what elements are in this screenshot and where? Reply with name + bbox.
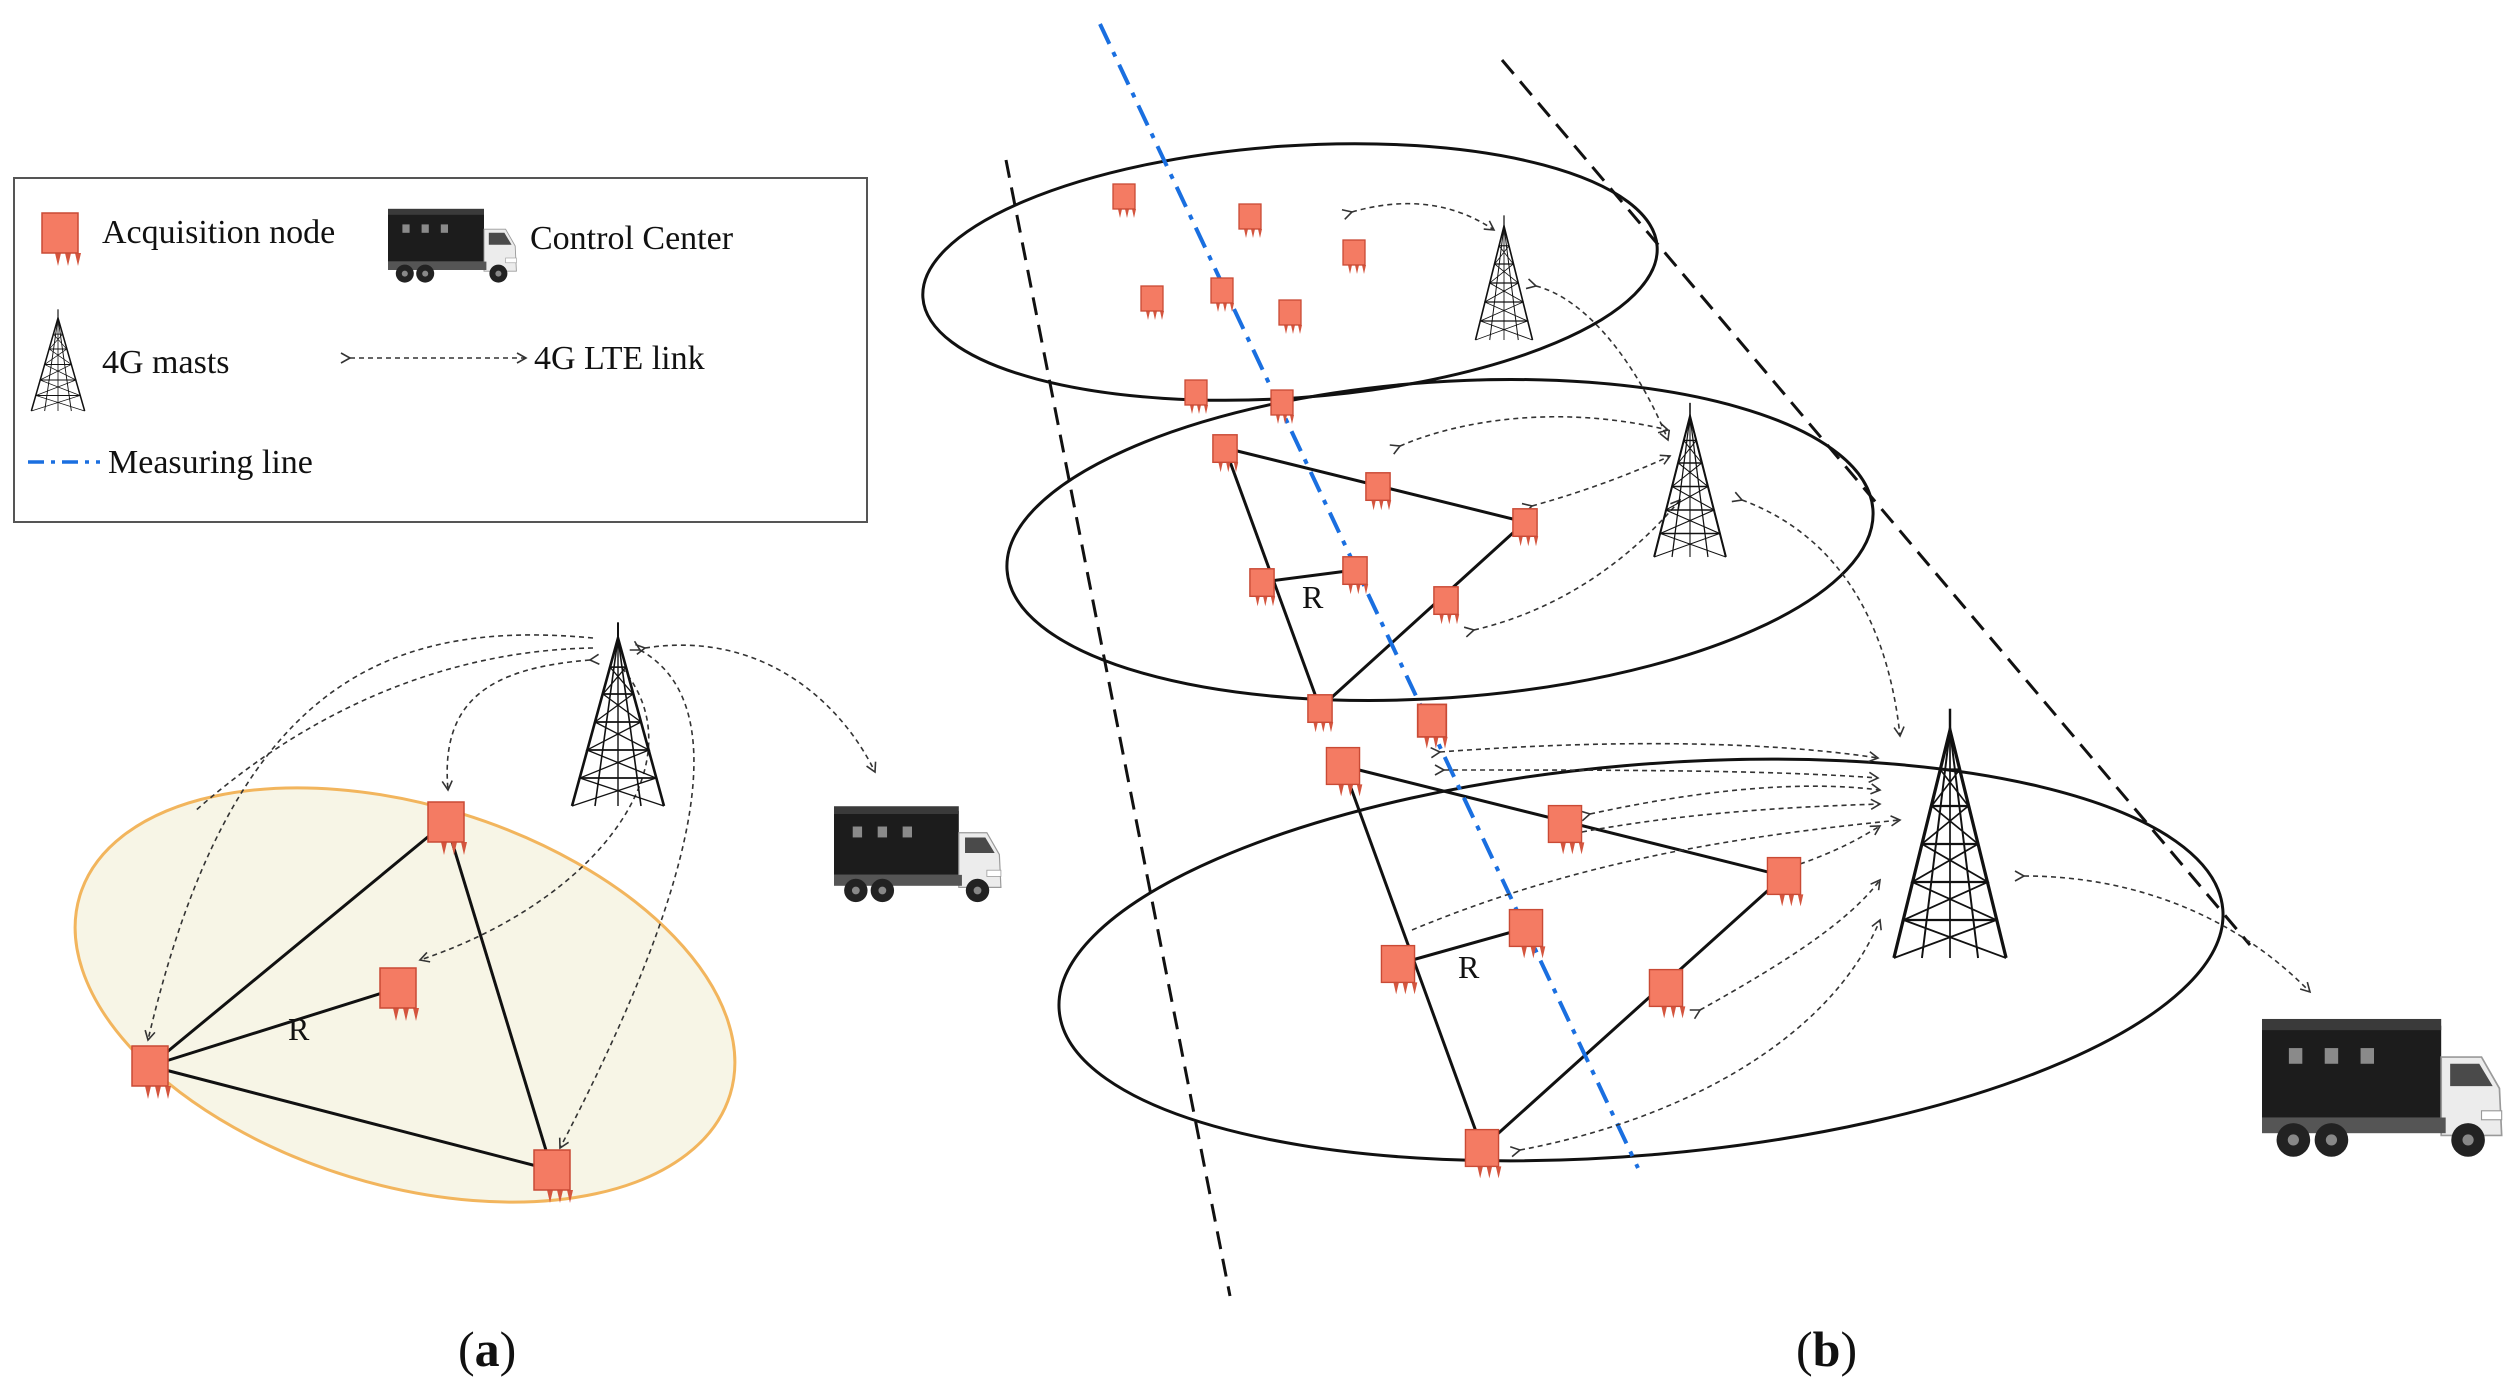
panel-b-top-node	[1210, 277, 1235, 313]
panel-b-bottom-node	[1508, 908, 1547, 960]
panel-b-top-node	[1238, 203, 1263, 239]
panel-b-zone-middle	[1005, 378, 1875, 702]
panel-b-bottom-node	[1648, 968, 1687, 1020]
panel-b-middle-node	[1416, 703, 1449, 750]
panel-a-node-left	[131, 1045, 172, 1100]
panel-b-middle-node	[1365, 472, 1392, 511]
legend-measuring-line: Measuring line	[108, 444, 313, 481]
legend-4g-lte-link: 4G LTE link	[534, 340, 705, 377]
panel-b-top-node	[1184, 379, 1209, 415]
panel-b-top-node	[1270, 389, 1295, 425]
panel-b-mast-top	[1474, 214, 1534, 341]
panel-a-lte-arrows	[144, 634, 877, 1150]
panel-b: R R (b)	[921, 23, 2503, 1377]
panel-b-bottom-node	[1547, 804, 1586, 856]
panel-b-middle-distance-label: R	[1302, 579, 1324, 615]
panel-b-boundary-left	[1004, 159, 1232, 1297]
panel-b-middle-node	[1512, 508, 1539, 547]
panel-b-control-center-truck	[2261, 1018, 2503, 1158]
panel-b-boundary-right	[1500, 59, 2252, 946]
panel-b-middle-node	[1212, 434, 1239, 473]
panel-b-top-node	[1278, 299, 1303, 335]
panel-b-bottom-node	[1464, 1128, 1503, 1180]
panel-a-links	[149, 820, 554, 1172]
panel-a-distance-label: R	[288, 1011, 310, 1047]
panel-b-middle-node	[1433, 586, 1460, 625]
panel-b-label: (b)	[1796, 1321, 1857, 1377]
panel-a-control-center-truck	[833, 805, 1002, 903]
panel-b-mast-bottom	[1891, 706, 2009, 960]
panel-b-bottom-node	[1325, 746, 1364, 798]
legend-acquisition-node: Acquisition node	[102, 214, 335, 251]
panel-b-lte-arrows	[1341, 202, 2312, 1158]
panel-a-mast	[570, 620, 666, 808]
panel-b-bottom-distance-label: R	[1458, 949, 1480, 985]
panel-b-zone-bottom	[1057, 757, 2225, 1163]
legend: Acquisition node Control Center 4G masts…	[13, 177, 868, 523]
panel-b-bottom-node	[1766, 856, 1805, 908]
panel-b-top-node	[1342, 239, 1367, 275]
legend-4g-masts: 4G masts	[102, 344, 230, 381]
panel-b-top-node	[1112, 183, 1137, 219]
panel-b-top-node	[1140, 285, 1165, 321]
panel-b-measuring-line	[1098, 23, 1640, 1169]
panel-b-middle-node	[1342, 556, 1369, 595]
panel-b-middle-node	[1249, 568, 1276, 607]
panel-b-middle-node	[1307, 694, 1334, 733]
panel-a-label: (a)	[458, 1321, 516, 1377]
panel-b-bottom-node	[1380, 944, 1419, 996]
panel-a: R (a)	[73, 620, 1002, 1377]
panel-b-mast-middle	[1652, 401, 1728, 559]
legend-control-center: Control Center	[530, 220, 734, 257]
